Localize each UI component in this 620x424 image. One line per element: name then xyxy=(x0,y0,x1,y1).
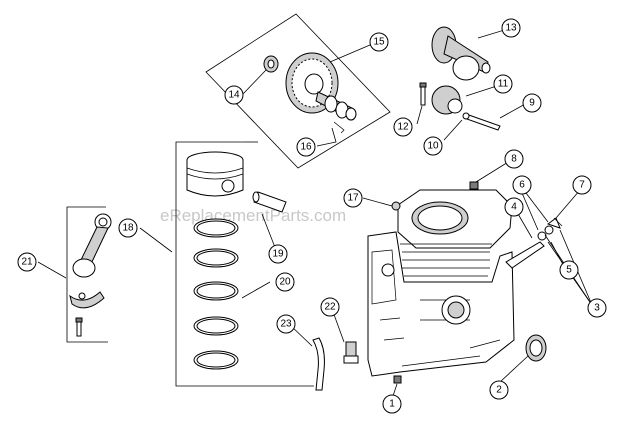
svg-text:6: 6 xyxy=(519,180,525,191)
svg-text:9: 9 xyxy=(529,98,535,109)
camshaft-group xyxy=(205,13,391,169)
crankcase xyxy=(367,189,515,377)
plug-8 xyxy=(469,181,479,190)
piston xyxy=(186,151,244,197)
svg-text:2: 2 xyxy=(496,385,502,396)
bolt-12 xyxy=(419,82,427,106)
callout-19[interactable]: 19 xyxy=(268,244,288,264)
svg-text:11: 11 xyxy=(498,79,509,90)
svg-text:8: 8 xyxy=(511,154,517,165)
connecting-rod-group xyxy=(66,206,112,343)
callout-7[interactable]: 7 xyxy=(572,175,592,195)
svg-text:3: 3 xyxy=(594,303,600,314)
callout-15[interactable]: 15 xyxy=(369,32,389,52)
svg-text:19: 19 xyxy=(272,249,284,260)
callout-17[interactable]: 17 xyxy=(343,188,363,208)
piston-rings xyxy=(193,218,239,370)
svg-text:13: 13 xyxy=(505,23,517,34)
piston-rings-group xyxy=(175,141,314,387)
svg-text:23: 23 xyxy=(280,319,292,330)
svg-text:22: 22 xyxy=(324,302,336,313)
dipstick-tube xyxy=(343,341,359,364)
oil-seal xyxy=(525,334,547,362)
callout-21[interactable]: 21 xyxy=(17,252,37,272)
svg-text:20: 20 xyxy=(279,277,291,288)
callout-18[interactable]: 18 xyxy=(118,218,138,238)
callout-5[interactable]: 5 xyxy=(559,260,579,280)
rod-bolt xyxy=(75,317,83,337)
svg-text:21: 21 xyxy=(21,257,33,268)
callout-11[interactable]: 11 xyxy=(493,74,513,94)
connecting-rod xyxy=(72,213,112,278)
svg-text:17: 17 xyxy=(347,193,359,204)
watermark-text: eReplacementParts.com xyxy=(160,206,346,225)
callout-2[interactable]: 2 xyxy=(489,380,509,400)
callout-20[interactable]: 20 xyxy=(275,272,295,292)
svg-text:10: 10 xyxy=(427,141,439,152)
wrist-pin xyxy=(252,191,287,213)
callout-23[interactable]: 23 xyxy=(276,314,296,334)
breather-hose xyxy=(312,337,325,391)
connecting-rod-box xyxy=(66,206,108,343)
callout-22[interactable]: 22 xyxy=(320,297,340,317)
svg-text:12: 12 xyxy=(397,122,409,133)
svg-text:18: 18 xyxy=(122,223,134,234)
plug-17 xyxy=(391,201,401,211)
svg-text:5: 5 xyxy=(566,265,572,276)
callout-3[interactable]: 3 xyxy=(587,298,607,318)
callout-9[interactable]: 9 xyxy=(522,93,542,113)
callout-6[interactable]: 6 xyxy=(512,175,532,195)
svg-text:4: 4 xyxy=(511,202,517,213)
balance-weight xyxy=(452,55,480,81)
callout-13[interactable]: 13 xyxy=(501,18,521,38)
svg-text:1: 1 xyxy=(389,399,395,410)
callout-16[interactable]: 16 xyxy=(296,137,316,157)
camshaft-box xyxy=(205,13,391,169)
svg-text:16: 16 xyxy=(300,142,312,153)
piston-box xyxy=(175,141,314,387)
callout-14[interactable]: 14 xyxy=(224,85,244,105)
svg-text:15: 15 xyxy=(373,37,385,48)
governor-lever-assembly xyxy=(505,217,563,269)
camshaft-shaft xyxy=(315,91,357,121)
balance-shaft-group xyxy=(419,26,501,131)
callout-8[interactable]: 8 xyxy=(504,149,524,169)
camshaft-pin xyxy=(333,121,345,134)
plug-1 xyxy=(393,375,402,384)
callout-10[interactable]: 10 xyxy=(423,136,443,156)
svg-text:14: 14 xyxy=(228,90,240,101)
camshaft-washer xyxy=(263,55,279,73)
svg-text:7: 7 xyxy=(579,180,585,191)
callout-12[interactable]: 12 xyxy=(393,117,413,137)
callout-1[interactable]: 1 xyxy=(382,394,402,414)
rod-cap xyxy=(69,291,105,309)
callout-4[interactable]: 4 xyxy=(504,197,524,217)
